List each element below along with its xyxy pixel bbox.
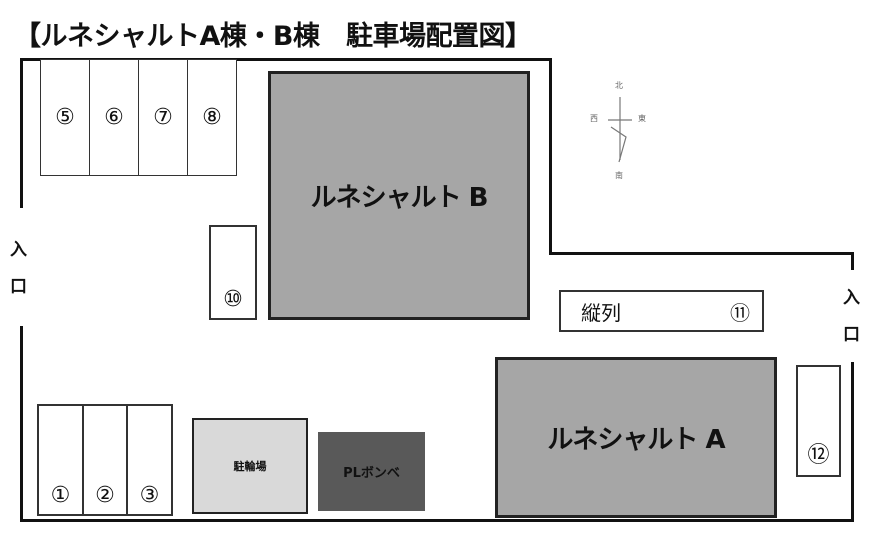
entrance-left: 入 口 [10, 240, 27, 297]
parking-slot-10[interactable]: ⑩ [209, 225, 257, 320]
pl-cylinder-storage: PLボンベ [318, 432, 425, 511]
parking-slot-1[interactable]: ① [37, 404, 84, 516]
parking-slot-3[interactable]: ③ [126, 404, 173, 516]
parking-slot-5[interactable]: ⑤ [40, 59, 90, 176]
parking-slot-8[interactable]: ⑧ [187, 59, 237, 176]
parking-slot-11[interactable]: 縦列 ⑪ [559, 290, 764, 332]
parking-slot-6[interactable]: ⑥ [89, 59, 139, 176]
parking-slot-12[interactable]: ⑫ [796, 365, 841, 477]
entrance-right: 入 口 [843, 288, 860, 345]
map-title: 【ルネシャルトA棟・B棟 駐車場配置図】 [14, 21, 532, 52]
parking-slot-2[interactable]: ② [82, 404, 128, 516]
tandem-label: 縦列 [581, 300, 621, 325]
bicycle-parking: 駐輪場 [192, 418, 308, 514]
building-b: ルネシャルト B [268, 71, 530, 320]
building-a: ルネシャルト A [495, 357, 777, 518]
compass-icon: 北 西 東 南 [590, 81, 646, 180]
parking-slot-7[interactable]: ⑦ [138, 59, 188, 176]
